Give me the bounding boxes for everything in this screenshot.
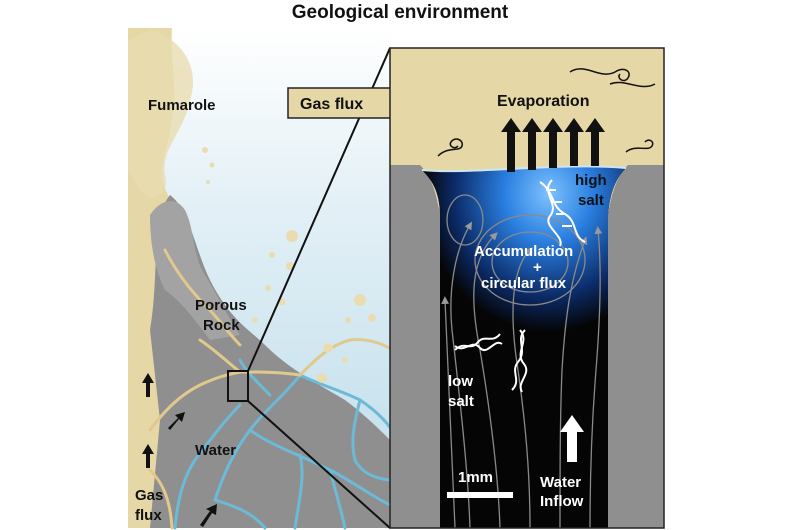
up-arrow-icon <box>522 118 542 170</box>
flow-streamlines <box>441 194 603 528</box>
label-fumarole: Fumarole <box>148 97 216 114</box>
dna-icon <box>454 333 503 351</box>
dna-icon <box>511 329 528 393</box>
water-veins <box>173 358 394 530</box>
ground-sand <box>128 330 160 528</box>
gas-bubbles <box>202 147 376 383</box>
bubble-icon <box>269 252 275 258</box>
bubble-icon <box>278 298 286 306</box>
fumarole-cloud <box>128 30 194 198</box>
label-gas-flux-arrow: Gas flux <box>300 96 363 113</box>
water-meniscus <box>421 165 627 173</box>
bubble-icon <box>209 162 215 168</box>
label-gas-flux-bottom-1: Gas <box>135 487 163 504</box>
up-arrow-icon <box>564 118 584 166</box>
label-accumulation-3: circular flux <box>481 275 567 292</box>
up-arrow-icon <box>560 415 584 462</box>
label-scale-bar: 1mm <box>458 469 493 486</box>
up-arrow-icon <box>200 504 217 527</box>
page-title: Geological environment <box>291 2 509 23</box>
salt-accumulation-glow <box>422 166 626 390</box>
label-gas-flux-bottom-2: flux <box>135 507 162 524</box>
rock-wall-right <box>608 165 664 528</box>
bubble-icon <box>345 317 351 323</box>
up-arrow-icon <box>585 118 605 166</box>
label-water-inflow-2: Inflow <box>540 493 584 510</box>
bubble-icon <box>206 180 210 184</box>
label-accumulation-2: + <box>533 259 542 276</box>
label-evaporation: Evaporation <box>497 93 589 110</box>
bubble-icon <box>368 314 376 322</box>
rock-wall-left <box>390 165 440 528</box>
label-low-salt-1: low <box>448 373 473 390</box>
right-panel: Evaporation high salt Accumulation + cir… <box>389 47 665 529</box>
air-swirls <box>437 68 656 157</box>
zoom-panel-border <box>389 47 665 529</box>
bubble-icon <box>252 317 258 323</box>
bubble-icon <box>317 373 327 383</box>
bubble-icon <box>202 147 208 153</box>
up-arrow-icon <box>543 118 563 168</box>
swirl-icon <box>569 68 630 82</box>
label-porous-rock-1: Porous <box>195 297 247 314</box>
swirl-icon <box>437 138 464 157</box>
swirl-icon <box>609 81 656 88</box>
bubble-icon <box>323 343 333 353</box>
label-high-salt-2: salt <box>578 192 604 209</box>
left-panel: Fumarole Porous Rock Water Gas flux <box>128 28 394 530</box>
bubble-icon <box>286 230 298 242</box>
up-arrow-icon <box>168 412 185 430</box>
label-accumulation-1: Accumulation <box>474 243 573 260</box>
porous-rock <box>150 195 390 528</box>
zoom-line-bottom <box>247 400 391 529</box>
up-arrow-icon <box>142 444 154 468</box>
label-porous-rock-2: Rock <box>203 317 240 334</box>
bubble-icon <box>286 262 294 270</box>
up-arrow-icon <box>142 373 154 397</box>
left-gas-arrows <box>142 373 217 527</box>
porous-rock-top <box>150 200 240 340</box>
swirl-icon <box>625 139 654 153</box>
label-low-salt-2: salt <box>448 393 474 410</box>
zoom-box <box>227 370 249 402</box>
bubble-icon <box>342 357 348 363</box>
label-water-inflow-1: Water <box>540 474 581 491</box>
bubble-icon <box>265 285 271 291</box>
up-arrow-icon <box>501 118 521 172</box>
scale-bar <box>447 492 513 498</box>
label-water: Water <box>195 442 236 459</box>
bubble-icon <box>354 294 366 306</box>
label-high-salt-1: high <box>575 172 607 189</box>
evaporation-arrows <box>501 118 605 172</box>
dna-icon <box>539 179 586 247</box>
